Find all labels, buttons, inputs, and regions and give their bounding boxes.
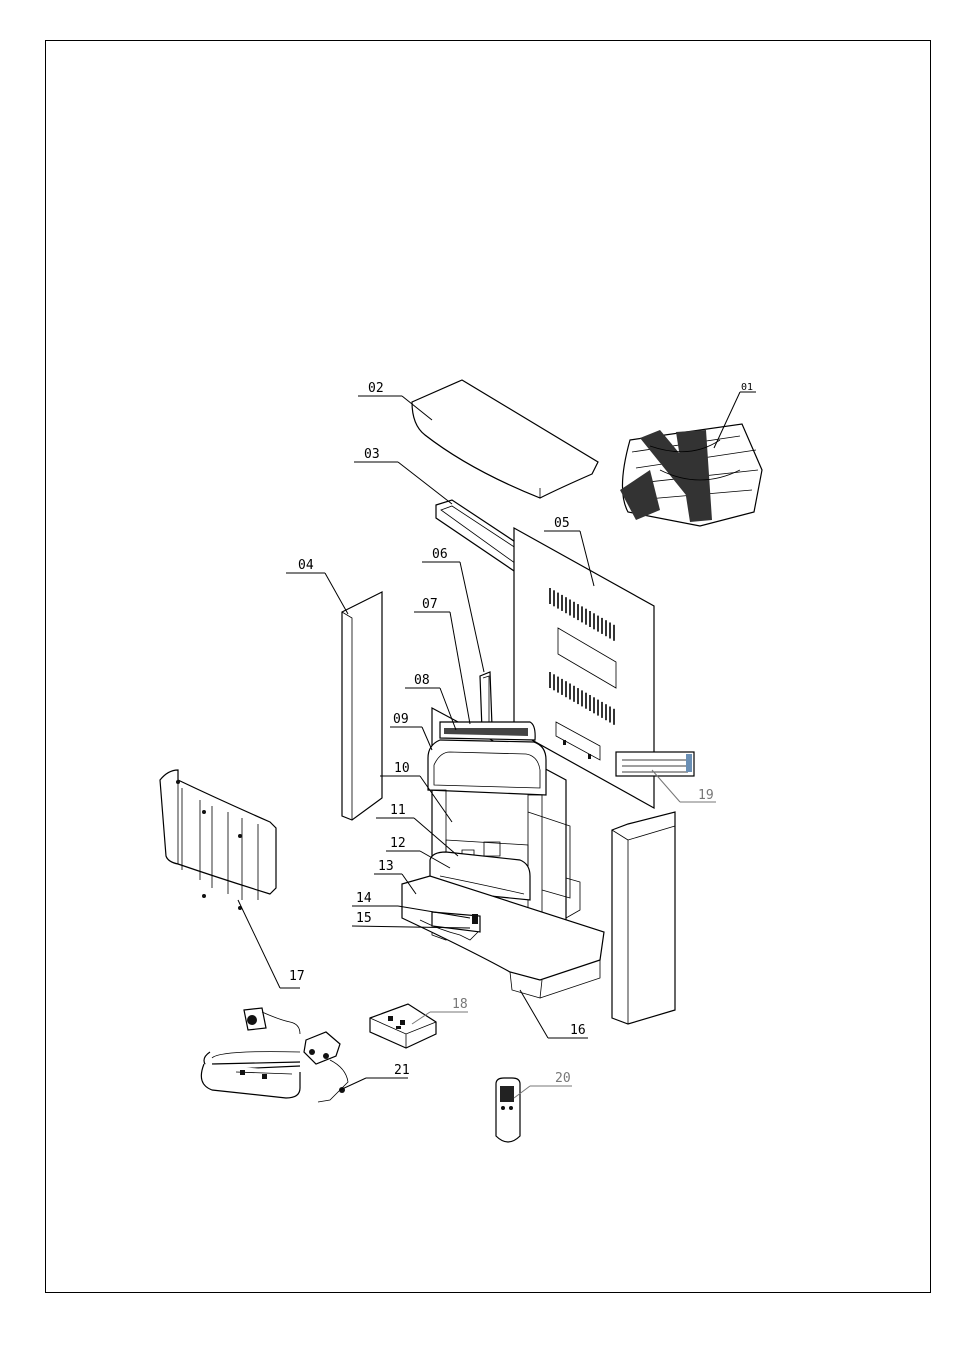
label-07: 07 — [422, 597, 438, 612]
part-17-front-guard — [160, 770, 276, 910]
part-02-top-slab — [412, 380, 598, 498]
label-11: 11 — [390, 803, 406, 818]
part-20-remote-control — [496, 1078, 520, 1142]
label-12: 12 — [390, 836, 406, 851]
right-side-panel — [612, 812, 675, 1024]
label-21: 21 — [394, 1063, 410, 1078]
part-18-receiver-box — [370, 1004, 436, 1048]
label-17: 17 — [289, 969, 305, 984]
label-09: 09 — [393, 712, 409, 727]
label-15: 15 — [356, 911, 372, 926]
part-21-gas-valve-assembly — [201, 1008, 348, 1102]
label-19: 19 — [698, 788, 714, 803]
part-19-heater-element — [616, 752, 694, 776]
label-10: 10 — [394, 761, 410, 776]
label-14: 14 — [356, 891, 372, 906]
part-06-bracket — [480, 672, 492, 730]
label-03: 03 — [364, 447, 380, 462]
label-05: 05 — [554, 516, 570, 531]
label-16: 16 — [570, 1023, 586, 1038]
label-08: 08 — [414, 673, 430, 688]
part-01-log-set — [620, 424, 762, 526]
label-06: 06 — [432, 547, 448, 562]
part-04-left-side-panel — [342, 592, 382, 820]
label-02: 02 — [368, 381, 384, 396]
label-13: 13 — [378, 859, 394, 874]
label-01: 01 — [741, 382, 753, 393]
label-20: 20 — [555, 1071, 571, 1086]
label-18: 18 — [452, 997, 468, 1012]
label-04: 04 — [298, 558, 314, 573]
